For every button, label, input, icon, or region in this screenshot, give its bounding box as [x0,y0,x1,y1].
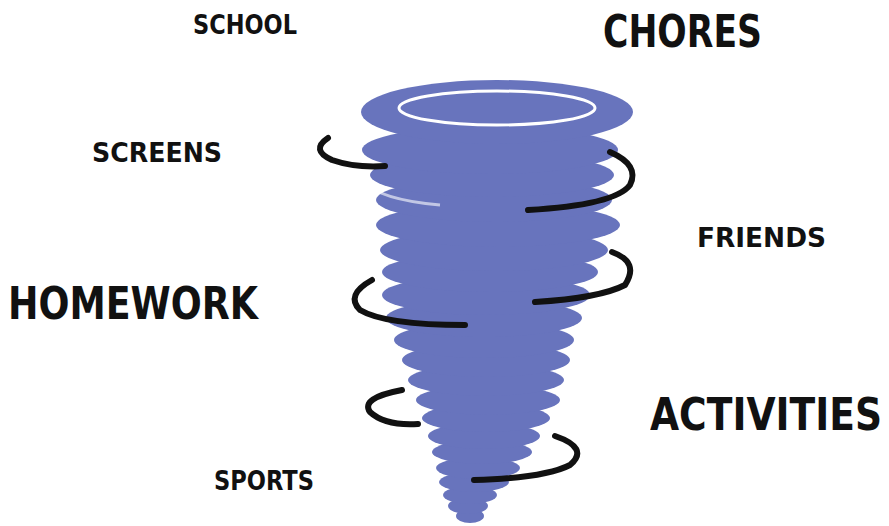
topic-label: HOMEWORK [8,282,258,326]
topic-label: SPORTS [214,468,314,494]
topic-label: CHORES [603,10,762,54]
tornado-body [361,80,633,523]
tornado-rim [399,91,595,125]
topic-label: SCHOOL [193,12,297,38]
swirl-lines [320,138,633,480]
topic-label: ACTIVITIES [650,393,882,437]
topic-label: SCREENS [92,140,222,166]
topic-label: FRIENDS [697,225,826,251]
